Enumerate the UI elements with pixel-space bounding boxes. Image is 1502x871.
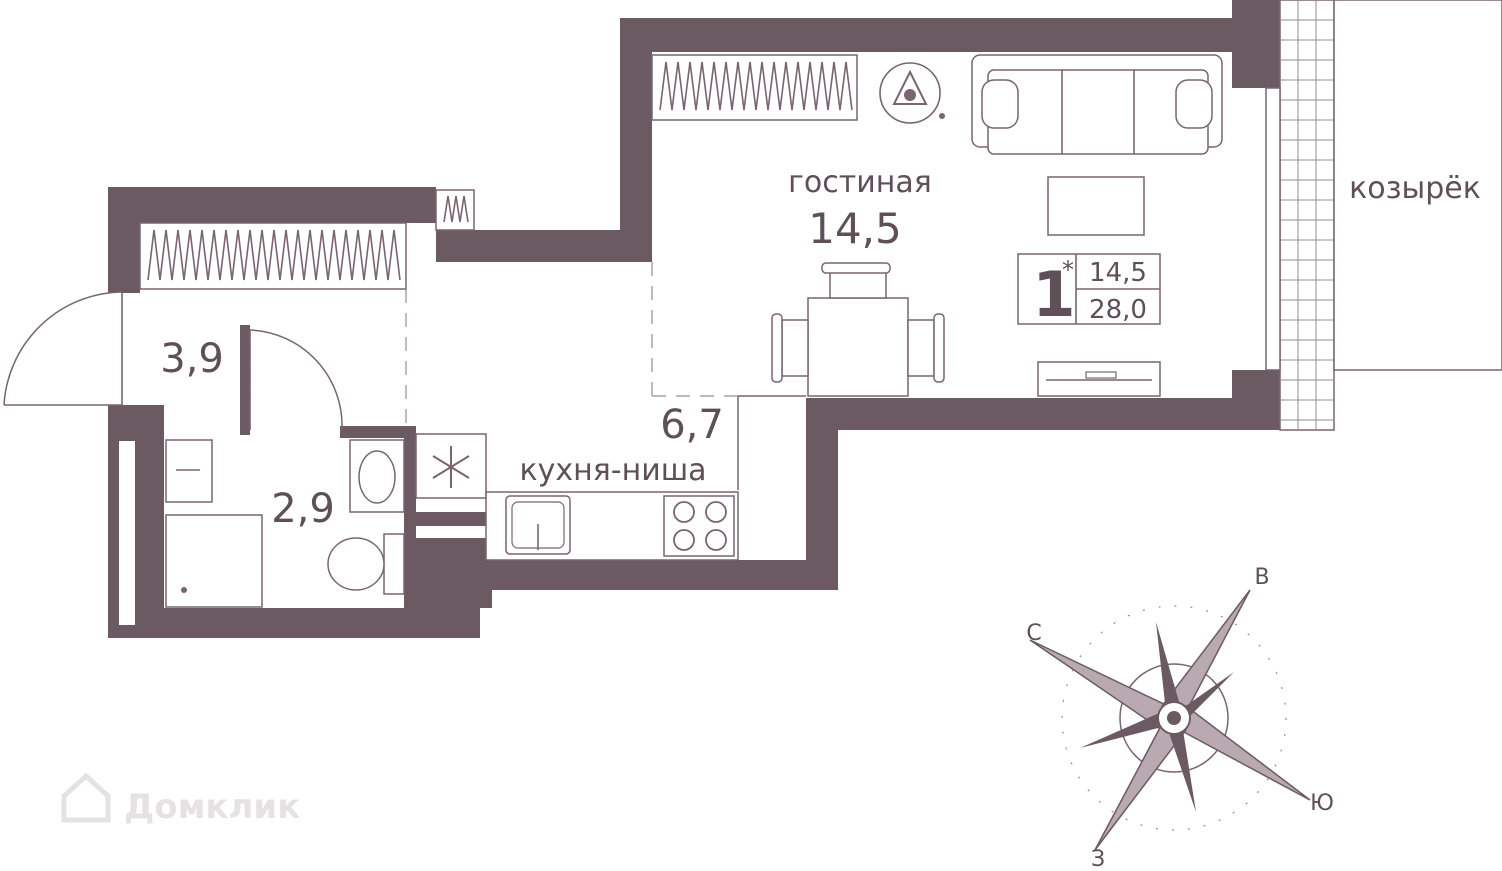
washing-machine-icon xyxy=(349,439,405,513)
rooms-star: * xyxy=(1062,256,1074,284)
compass-west: З xyxy=(1091,847,1105,871)
balcony-grid xyxy=(1279,0,1335,431)
dining-table-icon xyxy=(771,262,945,397)
kitchen-name: кухня-ниша xyxy=(519,453,706,488)
compass-north: С xyxy=(1026,621,1041,646)
wardrobe-hall xyxy=(139,222,407,290)
kitchen-sink-icon xyxy=(505,495,571,555)
bathroom-door[interactable] xyxy=(249,329,343,431)
canopy-label: козырёк xyxy=(1349,171,1481,206)
entrance-door[interactable] xyxy=(3,291,123,406)
boiler-icon xyxy=(879,62,945,124)
tv-stand-icon xyxy=(1037,361,1161,397)
ventilation-shafts xyxy=(117,439,492,627)
wardrobe-living xyxy=(651,54,858,121)
apartment-badge: 1 * 14,5 28,0 xyxy=(1017,253,1161,331)
kitchen-area: 6,7 xyxy=(660,402,724,448)
compass-east: В xyxy=(1254,565,1269,590)
shower-drain xyxy=(181,587,187,593)
canopy-area xyxy=(1333,0,1502,371)
fridge-icon xyxy=(415,433,487,499)
hall-area: 3,9 xyxy=(160,336,224,382)
compass-south: Ю xyxy=(1310,791,1334,816)
badge-total-area: 28,0 xyxy=(1089,295,1147,325)
toilet-icon xyxy=(327,533,405,595)
compass-rose: С В Ю З xyxy=(1026,565,1334,871)
stove-icon xyxy=(663,495,735,557)
bathroom-area: 2,9 xyxy=(271,486,335,532)
window-frames xyxy=(1265,87,1281,371)
watermark-text: Домклик xyxy=(124,787,300,827)
sofa-icon xyxy=(971,54,1223,155)
shower-tray xyxy=(165,514,263,608)
sink-icon xyxy=(165,439,213,503)
shelf-small xyxy=(435,189,475,231)
watermark-logo: Домклик xyxy=(61,772,300,827)
badge-living-area: 14,5 xyxy=(1089,258,1147,288)
living-room-name: гостиная xyxy=(788,165,932,200)
living-room-area: 14,5 xyxy=(808,204,902,253)
rooms-count: 1 xyxy=(1032,258,1075,331)
coffee-table xyxy=(1047,176,1145,236)
